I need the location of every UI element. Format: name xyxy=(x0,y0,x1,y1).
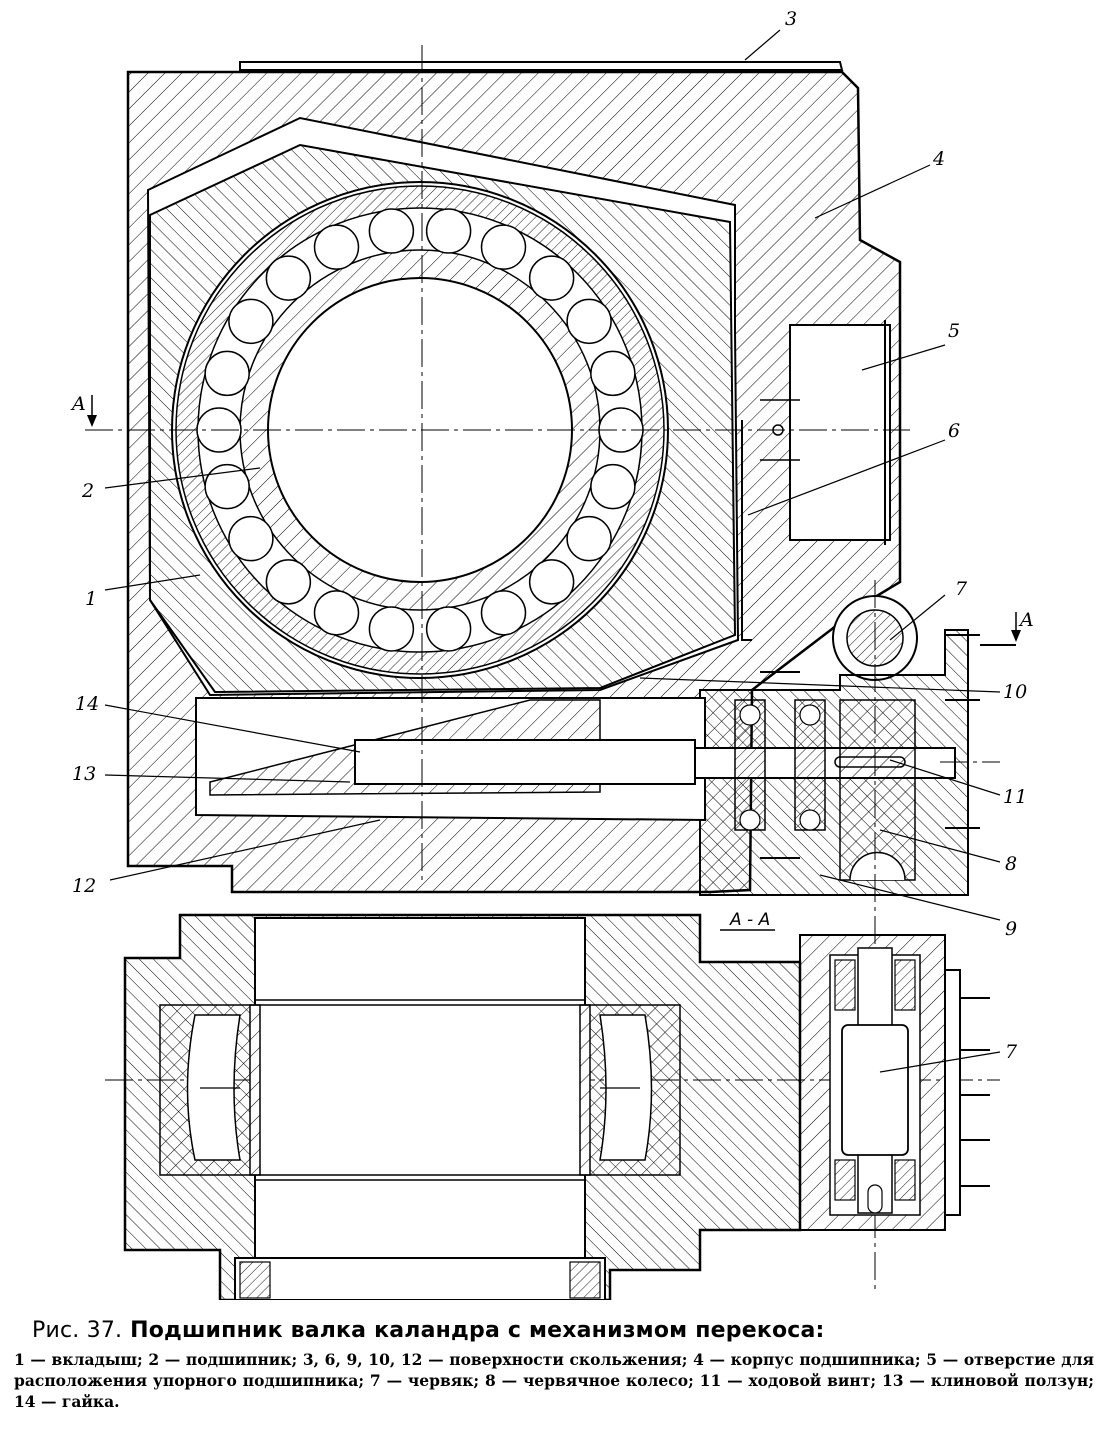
caption-title-text: Подшипник валка каландра с механизмом пе… xyxy=(130,1318,825,1343)
roller xyxy=(313,590,360,636)
roller xyxy=(228,515,274,562)
label-14: 14 xyxy=(75,693,99,715)
roller xyxy=(313,224,360,270)
caption-figure-number: Рис. 37. xyxy=(32,1318,123,1343)
section-marks: A A А - А xyxy=(70,393,1034,931)
label-3: 3 xyxy=(785,8,797,30)
label-9: 9 xyxy=(1005,918,1017,940)
roller xyxy=(425,606,472,652)
roller xyxy=(204,463,250,510)
part-labels: 3 4 5 6 7 10 11 8 9 14 13 12 1 2 7 xyxy=(72,8,1027,1063)
roller xyxy=(265,559,312,605)
roller xyxy=(528,559,575,605)
section-mark-left: A xyxy=(70,393,86,415)
caption-legend: 1 — вкладыш; 2 — подшипник; 3, 6, 9, 10,… xyxy=(14,1350,1094,1411)
label-12: 12 xyxy=(72,875,96,897)
roller xyxy=(480,224,527,270)
label-11: 11 xyxy=(1003,786,1027,808)
roller xyxy=(265,255,312,301)
section-a-a-view xyxy=(123,913,990,1300)
roller xyxy=(228,298,274,345)
label-13: 13 xyxy=(72,763,96,785)
label-6: 6 xyxy=(948,420,960,442)
roller xyxy=(425,208,472,254)
roller xyxy=(368,606,415,652)
roller xyxy=(566,298,612,345)
roller xyxy=(480,590,527,636)
label-4: 4 xyxy=(932,148,945,170)
roller xyxy=(204,350,250,397)
label-7-section: 7 xyxy=(1005,1041,1018,1063)
housing-top-view xyxy=(126,61,980,896)
label-7: 7 xyxy=(955,578,968,600)
label-2: 2 xyxy=(81,480,94,502)
roller xyxy=(590,350,636,397)
roller xyxy=(566,515,612,562)
label-1: 1 xyxy=(85,588,97,610)
roller xyxy=(368,208,415,254)
roller xyxy=(528,255,575,301)
caption-title: Рис. 37. Подшипник валка каландра с меха… xyxy=(32,1318,1094,1343)
figure-caption: Рис. 37. Подшипник валка каландра с меха… xyxy=(14,1318,1094,1412)
section-mark-right: A xyxy=(1018,609,1034,631)
bearing-assembly-drawing: A A А - А xyxy=(70,8,1034,1300)
bearing-rollers xyxy=(196,208,644,652)
label-8: 8 xyxy=(1005,853,1017,875)
label-5: 5 xyxy=(948,320,960,342)
leaders xyxy=(104,29,1001,1073)
label-10: 10 xyxy=(1003,681,1027,703)
roller xyxy=(590,463,636,510)
section-view-title: А - А xyxy=(729,910,770,930)
